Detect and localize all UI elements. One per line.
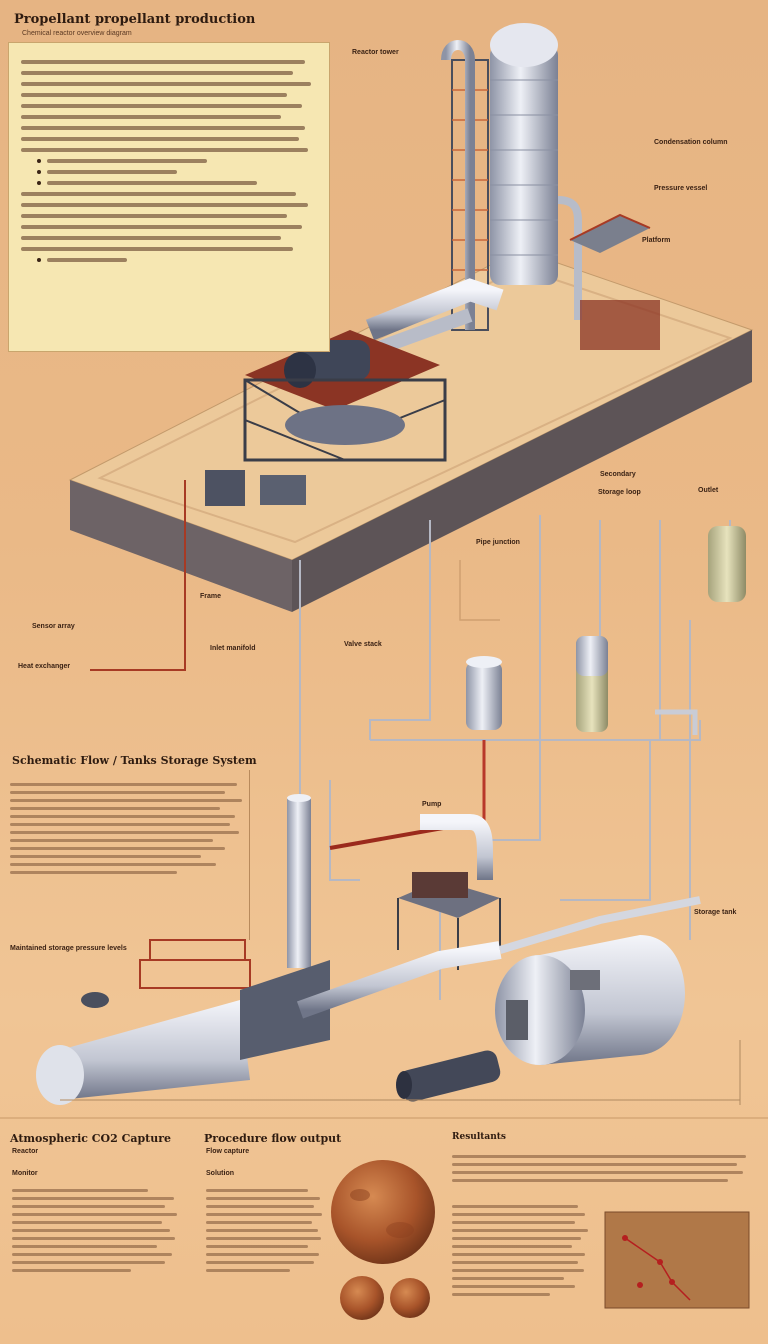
mars-planet-small-2 — [390, 1278, 430, 1318]
schematic-note: Maintained storage pressure levels — [10, 945, 127, 952]
intro-notes-panel — [8, 42, 330, 352]
col3-text — [452, 1200, 592, 1301]
col3-title: Resultants — [452, 1132, 506, 1142]
col2-title: Procedure flow output — [204, 1132, 342, 1145]
label-pipe-junction: Pipe junction — [476, 539, 520, 546]
label-tower-top: Reactor tower — [352, 49, 399, 56]
mars-planet-large — [331, 1160, 435, 1264]
label-outlet: Outlet — [698, 487, 719, 494]
col2-sub: Flow capture — [206, 1148, 250, 1155]
horizontal-tank-left — [36, 939, 330, 1105]
label-secondary-sub: Storage loop — [598, 489, 641, 496]
small-vessel-1 — [466, 656, 502, 730]
label-valve-stack: Valve stack — [344, 641, 382, 648]
col2-sub2: Solution — [206, 1170, 234, 1177]
site-map — [604, 1211, 750, 1309]
mars-planet-small-1 — [340, 1276, 384, 1320]
small-vessel-2 — [576, 636, 608, 732]
connector-pipes — [299, 515, 731, 1000]
label-left-sensor: Sensor array — [32, 623, 75, 630]
page-title: Propellant propellant production — [14, 12, 256, 27]
label-frame: Frame — [200, 593, 222, 600]
vertical-column — [287, 794, 311, 968]
schematic-text-block — [10, 770, 250, 940]
label-secondary: Secondary — [600, 471, 636, 478]
label-inlet: Inlet manifold — [210, 645, 256, 652]
pump-stand — [397, 814, 501, 970]
label-platform-right: Platform — [642, 237, 671, 244]
label-tower-right-sub: Pressure vessel — [654, 185, 708, 192]
schematic-title: Schematic Flow / Tanks Storage System — [12, 754, 257, 767]
main-pipe — [296, 941, 502, 1019]
label-storage-tank: Storage tank — [694, 909, 737, 916]
label-left-heater: Heat exchanger — [18, 663, 71, 670]
col1-text — [12, 1184, 182, 1277]
col1-sub2: Monitor — [12, 1170, 38, 1177]
small-vessel-3 — [708, 526, 746, 602]
col1-title: Atmospheric CO2 Capture — [10, 1132, 172, 1145]
label-tower-right: Condensation column — [654, 139, 728, 146]
col3-text-top — [452, 1150, 752, 1187]
right-platform — [569, 213, 660, 350]
col2-text — [206, 1184, 326, 1277]
turbine-unit — [205, 330, 447, 506]
storage-tank — [396, 935, 685, 1102]
page-subtitle: Chemical reactor overview diagram — [22, 30, 132, 37]
col1-sub: Reactor — [12, 1148, 39, 1155]
label-pump: Pump — [422, 801, 442, 808]
